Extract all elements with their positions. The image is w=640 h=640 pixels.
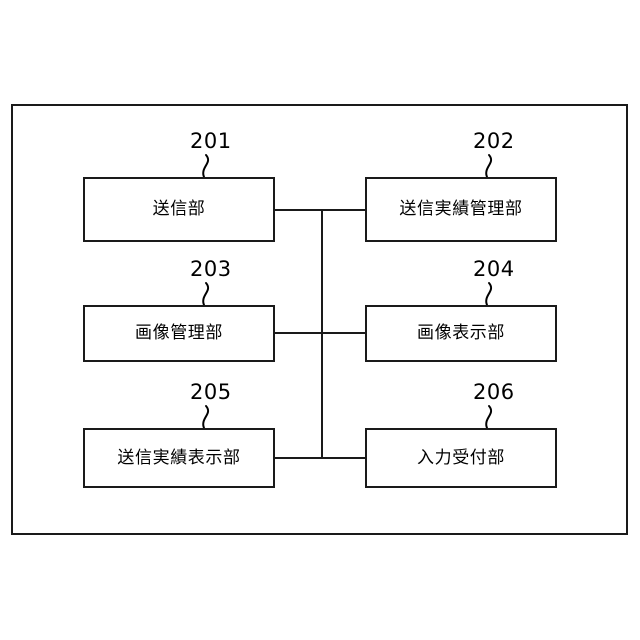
unit-box-206-input-reception[interactable]: 入力受付部 [365, 428, 557, 488]
unit-box-203-image-management[interactable]: 画像管理部 [83, 305, 275, 362]
unit-label-205: 送信実績表示部 [117, 447, 241, 468]
unit-label-203: 画像管理部 [135, 323, 223, 343]
unit-box-204-image-display[interactable]: 画像表示部 [365, 305, 557, 362]
reference-numeral-205: 205 [190, 380, 232, 404]
unit-box-202-transmission-record-management[interactable]: 送信実績管理部 [365, 177, 557, 242]
unit-label-201: 送信部 [152, 199, 206, 219]
reference-numeral-206: 206 [473, 380, 515, 404]
unit-box-201-transmission[interactable]: 送信部 [83, 177, 275, 242]
reference-numeral-203: 203 [190, 257, 232, 281]
reference-numeral-201: 201 [190, 129, 232, 153]
unit-box-205-transmission-record-display[interactable]: 送信実績表示部 [83, 428, 275, 488]
reference-numeral-204: 204 [473, 257, 515, 281]
unit-label-204: 画像表示部 [417, 323, 505, 343]
reference-numeral-202: 202 [473, 129, 515, 153]
unit-label-206: 入力受付部 [417, 447, 505, 468]
unit-label-202: 送信実績管理部 [399, 199, 523, 219]
